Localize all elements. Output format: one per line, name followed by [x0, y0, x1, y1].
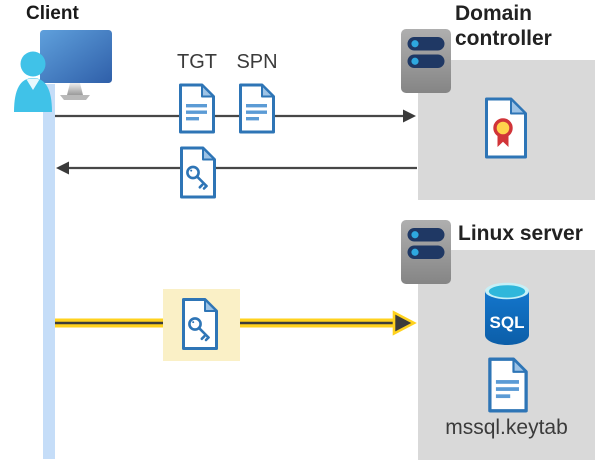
- request-arrow: [55, 109, 416, 123]
- certificate-icon: [483, 97, 529, 159]
- client-lifeline: [43, 84, 55, 459]
- domain-controller-server-icon: [400, 28, 452, 94]
- linux-server-title: Linux server: [458, 222, 583, 245]
- tgt-label: TGT: [177, 51, 217, 73]
- keytab-key-icon: [180, 297, 220, 351]
- tgt-ticket-icon: [177, 83, 217, 134]
- domain-controller-title: Domain controller: [455, 2, 552, 50]
- spn-ticket-icon: [237, 83, 277, 134]
- spn-label: SPN: [236, 51, 278, 73]
- client-label: Client: [26, 3, 79, 24]
- keytab-file-icon: [486, 357, 530, 413]
- keytab-label: mssql.keytab: [445, 416, 568, 439]
- sql-icon-label: SQL: [490, 313, 525, 332]
- client-monitor-user-icon: [14, 30, 112, 112]
- service-ticket-key-icon: [178, 146, 218, 199]
- response-arrow: [56, 161, 417, 175]
- linux-server-icon: [400, 219, 452, 285]
- sql-database-icon: SQL: [485, 282, 529, 345]
